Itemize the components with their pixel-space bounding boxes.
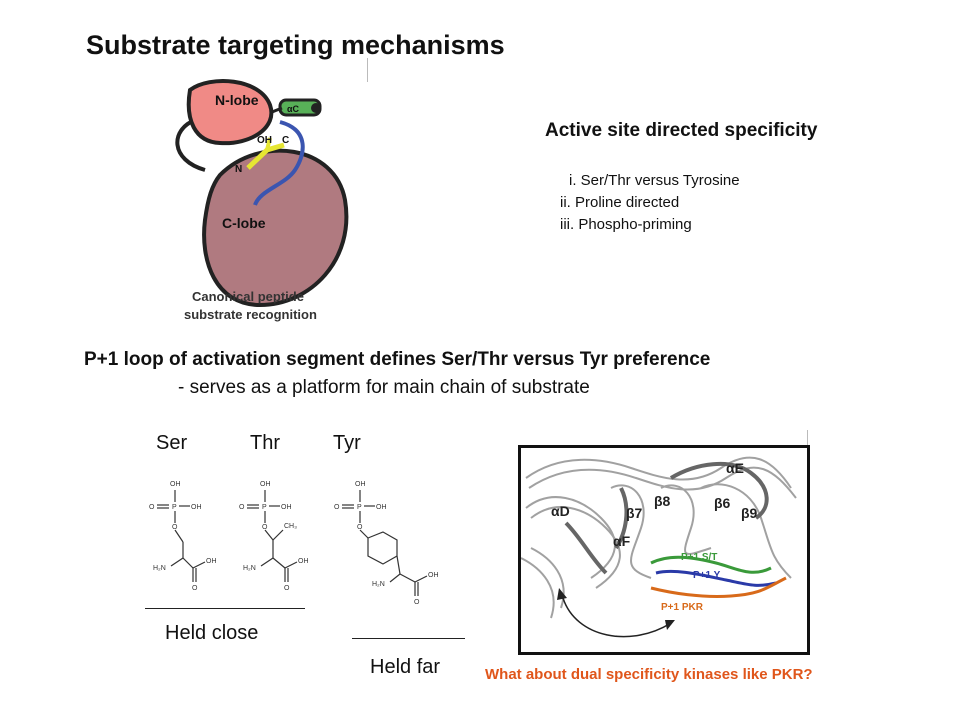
ser-amine: H₂N [153, 565, 166, 572]
ser-o-ester: O [172, 524, 178, 531]
thr-carbonyl-o: O [284, 585, 290, 592]
divider [367, 58, 368, 82]
phosphoserine-structure [157, 490, 206, 582]
tyr-carboxyl-oh: OH [428, 572, 439, 579]
thr-carboxyl-oh: OH [298, 558, 309, 565]
thr-oh-top: OH [260, 481, 271, 488]
p1-pkr-label: P+1 PKR [661, 602, 704, 613]
kinase-structure-overlay: αE β8 β7 β6 β9 αD αF P+1 S/T P+1 Y P+1 P… [518, 445, 810, 655]
ser-carbonyl-o: O [192, 585, 198, 592]
tyr-p-atom: P [357, 504, 362, 511]
tyr-o-double: O [334, 504, 340, 511]
thr-amine: H₂N [243, 565, 256, 572]
ser-oh-side: OH [191, 504, 202, 511]
tyr-oh-top: OH [355, 481, 366, 488]
alpha-f-label: αF [613, 533, 631, 549]
ser-o-double: O [149, 504, 155, 511]
ser-p-atom: P [172, 504, 177, 511]
tyr-carbonyl-o: O [414, 599, 420, 606]
held-close-label: Held close [165, 622, 259, 644]
kinase-lobe-diagram: N-lobe αC OH C N C-lobe Canonical peptid… [175, 79, 349, 322]
held-close-underline [145, 608, 305, 609]
thr-label: Thr [250, 432, 280, 454]
active-site-heading: Active site directed specificity [545, 120, 818, 141]
n-terminus-label: N [235, 164, 242, 175]
p1-y-label: P+1 Y [693, 570, 721, 581]
alpha-c-label: αC [287, 104, 300, 114]
alpha-d-label: αD [551, 503, 570, 519]
c-terminus-label: C [282, 135, 289, 146]
thr-o-double: O [239, 504, 245, 511]
thr-o-ester: O [262, 524, 268, 531]
c-lobe-shape [202, 148, 349, 308]
caption-line-2: substrate recognition [184, 307, 317, 322]
p1-st-label: P+1 S/T [681, 552, 717, 563]
n-lobe-label: N-lobe [215, 92, 259, 108]
thr-p-atom: P [262, 504, 267, 511]
thr-oh-side: OH [281, 504, 292, 511]
tyr-oh-side: OH [376, 504, 387, 511]
beta9-label: β9 [741, 505, 758, 521]
held-far-label: Held far [370, 656, 441, 678]
c-lobe-label: C-lobe [222, 215, 266, 231]
active-site-item-3: iii. Phospho-priming [560, 216, 692, 233]
oh-label: OH [257, 135, 272, 146]
active-site-item-2: ii. Proline directed [560, 194, 680, 211]
p1-loop-heading: P+1 loop of activation segment defines S… [84, 349, 711, 370]
beta7-label: β7 [626, 505, 643, 521]
divider [807, 430, 808, 446]
tyr-label: Tyr [333, 432, 361, 454]
hinge-loop [175, 118, 206, 172]
p1-y-trace [655, 569, 777, 587]
tyr-amine: H₂N [372, 581, 385, 588]
ser-oh-top: OH [170, 481, 181, 488]
held-far-overline [352, 638, 465, 639]
beta8-label: β8 [654, 493, 671, 509]
flex-arrow [562, 597, 672, 638]
phosphotyrosine-structure [342, 490, 428, 596]
phospho-amino-acid-structures: OH P O OH O H₂N OH O OH P O OH O CH₃ H₂N… [149, 481, 439, 606]
p1-st-trace [650, 555, 772, 574]
thr-methyl: CH₃ [284, 523, 297, 530]
active-site-item-1: i. Ser/Thr versus Tyrosine [569, 172, 740, 189]
p1-pkr-trace [650, 576, 787, 598]
ser-carboxyl-oh: OH [206, 558, 217, 565]
alpha-e-label: αE [726, 460, 744, 476]
structure-drawing: αE β8 β7 β6 β9 αD αF P+1 S/T P+1 Y P+1 P… [521, 456, 797, 638]
dual-specificity-question: What about dual specificity kinases like… [485, 666, 813, 683]
activation-loop [253, 120, 305, 206]
beta6-label: β6 [714, 495, 731, 511]
ser-label: Ser [156, 432, 188, 454]
page-title: Substrate targeting mechanisms [86, 30, 505, 60]
tyr-o-ester: O [357, 524, 363, 531]
n-lobe-shape [186, 79, 274, 146]
caption-line-1: Canonical peptide [192, 289, 304, 304]
phosphothreonine-structure [247, 490, 298, 582]
p1-loop-subline: - serves as a platform for main chain of… [178, 377, 590, 398]
